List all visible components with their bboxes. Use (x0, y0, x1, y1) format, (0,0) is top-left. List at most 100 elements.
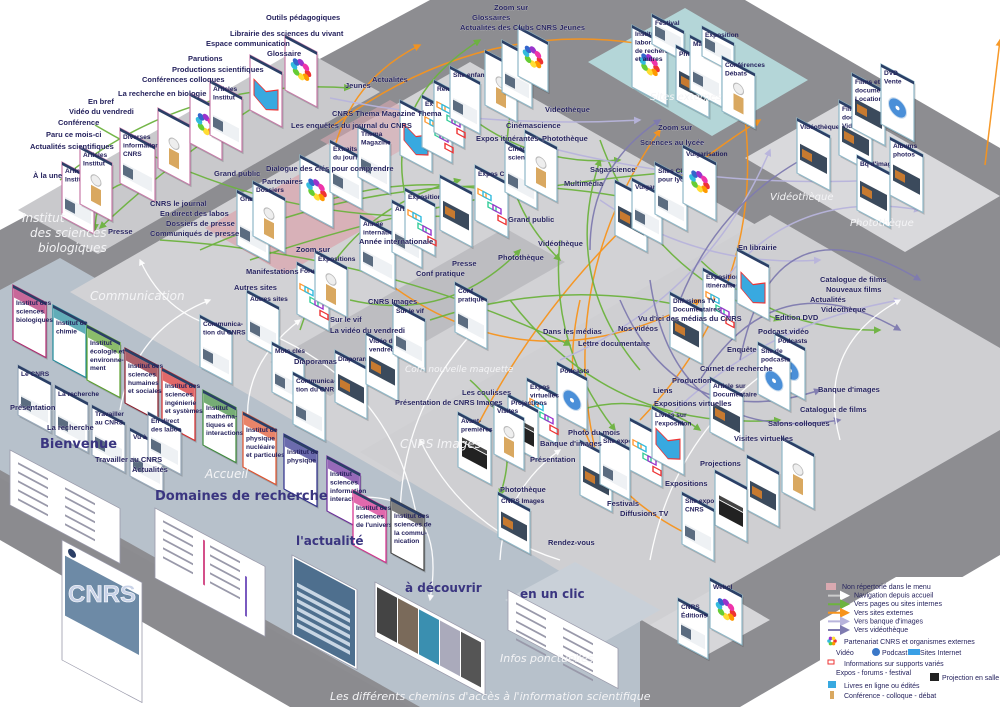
page-card[interactable] (157, 107, 192, 188)
page-card[interactable] (714, 469, 749, 545)
page-card[interactable]: Vidéothèque (796, 117, 840, 193)
page-card[interactable]: Webcl (709, 577, 744, 648)
page-card[interactable]: Vulgarisation (682, 144, 728, 223)
page-label: Expos itinérantes (476, 134, 539, 143)
card-text: Albums (893, 143, 918, 150)
card-text: Site expo (603, 438, 632, 445)
page-card[interactable] (781, 436, 816, 512)
page-card[interactable] (746, 454, 781, 530)
card-text: Expositions (706, 274, 744, 281)
card-text: Institut de (287, 449, 319, 456)
page-card[interactable]: Le CNRS (17, 364, 53, 435)
screenshot-clic[interactable] (507, 589, 619, 694)
page-card[interactable]: Communica-tion du CNRS (292, 371, 339, 444)
page-card[interactable] (284, 34, 319, 110)
card-text: nucléaire (246, 444, 275, 451)
card-text: Diverses (123, 134, 151, 141)
page-card[interactable]: La recherche (54, 384, 99, 455)
zone-label: Les différents chemins d'accès à l'infor… (330, 690, 651, 703)
page-card[interactable] (524, 129, 559, 205)
page-card[interactable]: Avant-premières (457, 411, 493, 487)
navigation-arrow (584, 128, 661, 471)
page-card[interactable]: Sur le vif (392, 301, 427, 374)
card-text: Bq d'images (860, 161, 899, 168)
card-text: Extraits (333, 146, 358, 153)
screenshot-actualite[interactable] (291, 554, 358, 671)
legend-corner (820, 577, 896, 621)
screenshot-home[interactable]: CNRS (61, 539, 143, 704)
screenshot-decouvrir[interactable] (374, 581, 486, 697)
page-card[interactable]: Podcasts (556, 361, 590, 433)
page-card[interactable] (439, 174, 474, 250)
page-card[interactable] (517, 25, 550, 95)
page-label: CNRS Thema Magazine Thema (332, 109, 442, 118)
page-label: Présentation (530, 455, 576, 464)
legend-label: Vers sites externes (854, 610, 914, 617)
page-label: Diaporamas (294, 357, 337, 366)
page-card[interactable] (299, 154, 335, 230)
card-text: Communica- (296, 378, 336, 385)
card-text: Forums (300, 268, 325, 275)
navigation-arrow (739, 249, 922, 361)
card-text: Articles (83, 152, 108, 159)
section-title: Bienvenue (40, 437, 117, 452)
page-card[interactable]: Expositions (404, 187, 446, 259)
partner-wheel-icon (833, 639, 837, 643)
page-card[interactable]: Autres sites (246, 289, 288, 360)
page-card[interactable]: Site enfant (449, 65, 488, 137)
page-card[interactable]: Expositions (314, 249, 356, 320)
page-card[interactable]: Dossiers (252, 180, 287, 256)
page-card[interactable]: Bq d'images (856, 154, 899, 230)
page-label: En bref (88, 97, 114, 106)
page-card[interactable]: Communica-tion du CNRS (199, 314, 246, 387)
page-card[interactable]: Expos CNRS (474, 164, 519, 240)
legend-icon-label: Projection en salle (942, 675, 999, 682)
navigation-arrow (639, 83, 749, 421)
partner-wheel-icon (827, 639, 831, 643)
screenshot-domaines[interactable] (154, 507, 266, 638)
page-card[interactable]: Diaporamas (334, 349, 376, 422)
page-card[interactable] (249, 54, 284, 130)
page-card[interactable]: Site expo (599, 431, 632, 503)
page-card[interactable] (736, 247, 771, 323)
screenshot-bienvenue[interactable] (9, 449, 121, 565)
card-text: sciences (128, 371, 156, 378)
card-text: Institut des (394, 513, 430, 520)
page-card[interactable]: Visites (493, 401, 526, 473)
page-card[interactable]: CNRS Images (497, 491, 545, 557)
